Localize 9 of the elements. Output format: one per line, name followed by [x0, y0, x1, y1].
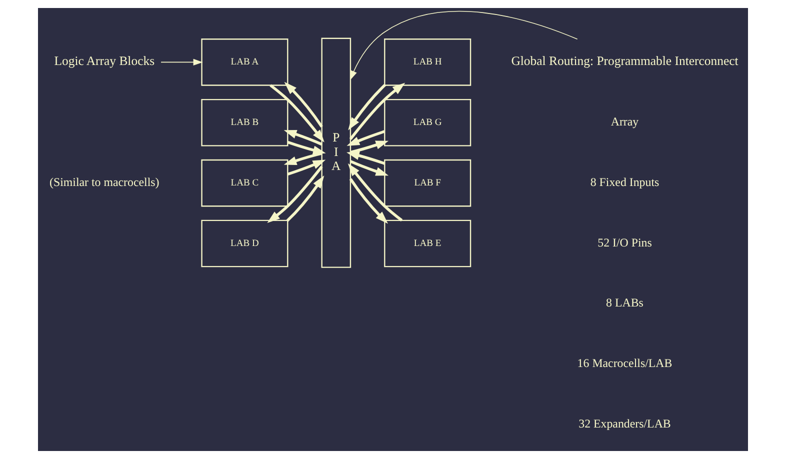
- label: 52 I/O Pins: [598, 235, 652, 250]
- label: 16 Macrocells/LAB: [577, 356, 672, 370]
- node-text: Global Routing: Programmable Interconnect: [511, 54, 738, 68]
- label: 8 Fixed Inputs: [590, 174, 660, 189]
- node-text: Logic Array Blocks: [54, 54, 155, 68]
- label: 32 Expanders/LAB: [578, 416, 671, 431]
- label: Array: [610, 114, 639, 128]
- label: (Similar to macrocells): [50, 174, 160, 189]
- label: 8 LABs: [606, 296, 644, 310]
